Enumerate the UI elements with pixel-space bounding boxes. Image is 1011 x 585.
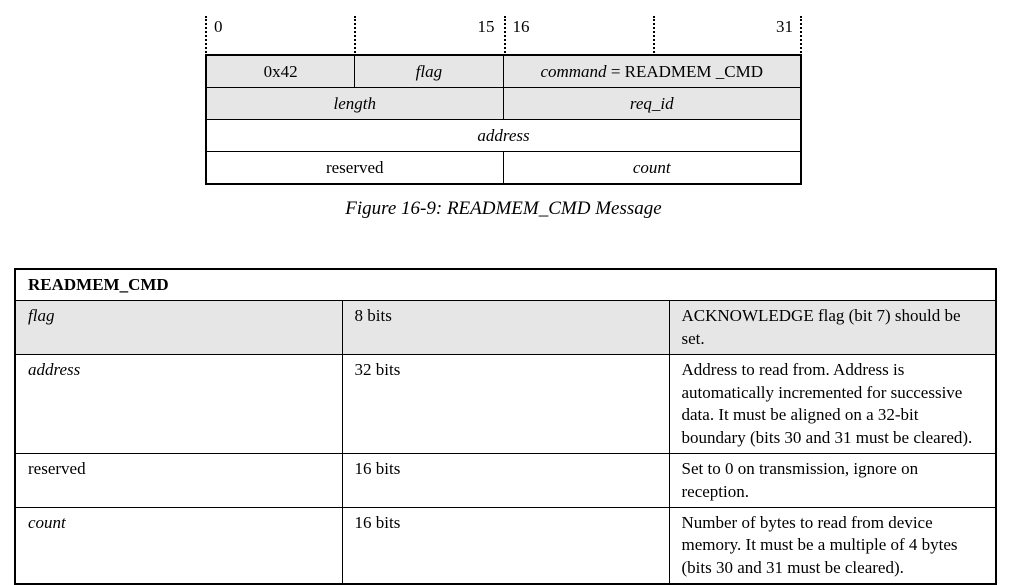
bit-label-15: 15 <box>477 17 495 36</box>
field-size-cell: 16 bits <box>341 506 670 585</box>
diagram-row-3: address <box>207 120 800 152</box>
table-title: READMEM_CMD <box>14 268 997 302</box>
field-size-cell: 8 bits <box>341 300 670 356</box>
diagram-field-flag: flag <box>355 56 504 87</box>
table-row-flag: flag 8 bits ACKNOWLEDGE flag (bit 7) sho… <box>14 300 997 356</box>
table-title-row: READMEM_CMD <box>14 268 997 302</box>
figure-caption: Figure 16-9: READMEM_CMD Message <box>345 198 662 219</box>
field-name-cell: count <box>14 506 343 585</box>
bit-label-31: 31 <box>776 17 793 36</box>
field-size-cell: 32 bits <box>341 354 670 455</box>
table-row-reserved: reserved 16 bits Set to 0 on transmissio… <box>14 453 997 508</box>
ruler-dotted-tick <box>503 16 506 56</box>
diagram-field-reserved: reserved <box>207 152 504 183</box>
ruler-dotted-tick <box>205 16 207 56</box>
field-description-cell: Number of bytes to read from device memo… <box>668 506 997 585</box>
field-size-cell: 16 bits <box>341 453 670 508</box>
field-description-cell: Address to read from. Address is automat… <box>668 354 997 455</box>
bit-label-0: 0 <box>214 17 223 36</box>
ruler-dotted-tick <box>354 16 357 56</box>
diagram-row-1: 0x42 flag command = READMEM _CMD <box>207 56 800 88</box>
field-description-cell: ACKNOWLEDGE flag (bit 7) should be set. <box>668 300 997 356</box>
diagram-row-2: length req_id <box>207 88 800 120</box>
bit-ruler: 0 15 16 31 <box>205 16 802 56</box>
field-name-cell: reserved <box>14 453 343 508</box>
diagram-field-count: count <box>632 157 671 177</box>
field-name-cell: address <box>14 354 343 455</box>
command-value: = READMEM _CMD <box>606 61 764 81</box>
ruler-dotted-tick <box>800 16 802 56</box>
field-description-cell: Set to 0 on transmission, ignore on rece… <box>668 453 997 508</box>
diagram-field-command: command = READMEM _CMD <box>504 56 801 87</box>
message-description-table: READMEM_CMD flag 8 bits ACKNOWLEDGE flag… <box>14 268 997 585</box>
table-row-count: count 16 bits Number of bytes to read fr… <box>14 506 997 585</box>
command-label: command <box>540 61 607 81</box>
document-page: { "colors": { "row_shade": "#e6e6e6", "b… <box>14 16 997 585</box>
diagram-field-type: 0x42 <box>207 56 356 87</box>
bitfield-diagram: 0 15 16 31 0x42 flag command = READMEM _… <box>205 16 802 185</box>
diagram-field-length: length <box>207 88 504 119</box>
diagram-field-req-id: req_id <box>629 93 674 113</box>
table-row-address: address 32 bits Address to read from. Ad… <box>14 354 997 455</box>
diagram-field-address: address <box>477 125 530 145</box>
ruler-dotted-tick <box>652 16 655 56</box>
diagram-grid: 0x42 flag command = READMEM _CMD length … <box>205 54 802 185</box>
bit-label-16: 16 <box>512 17 530 36</box>
field-name-cell: flag <box>14 300 343 356</box>
diagram-row-4: reserved count <box>207 152 800 183</box>
